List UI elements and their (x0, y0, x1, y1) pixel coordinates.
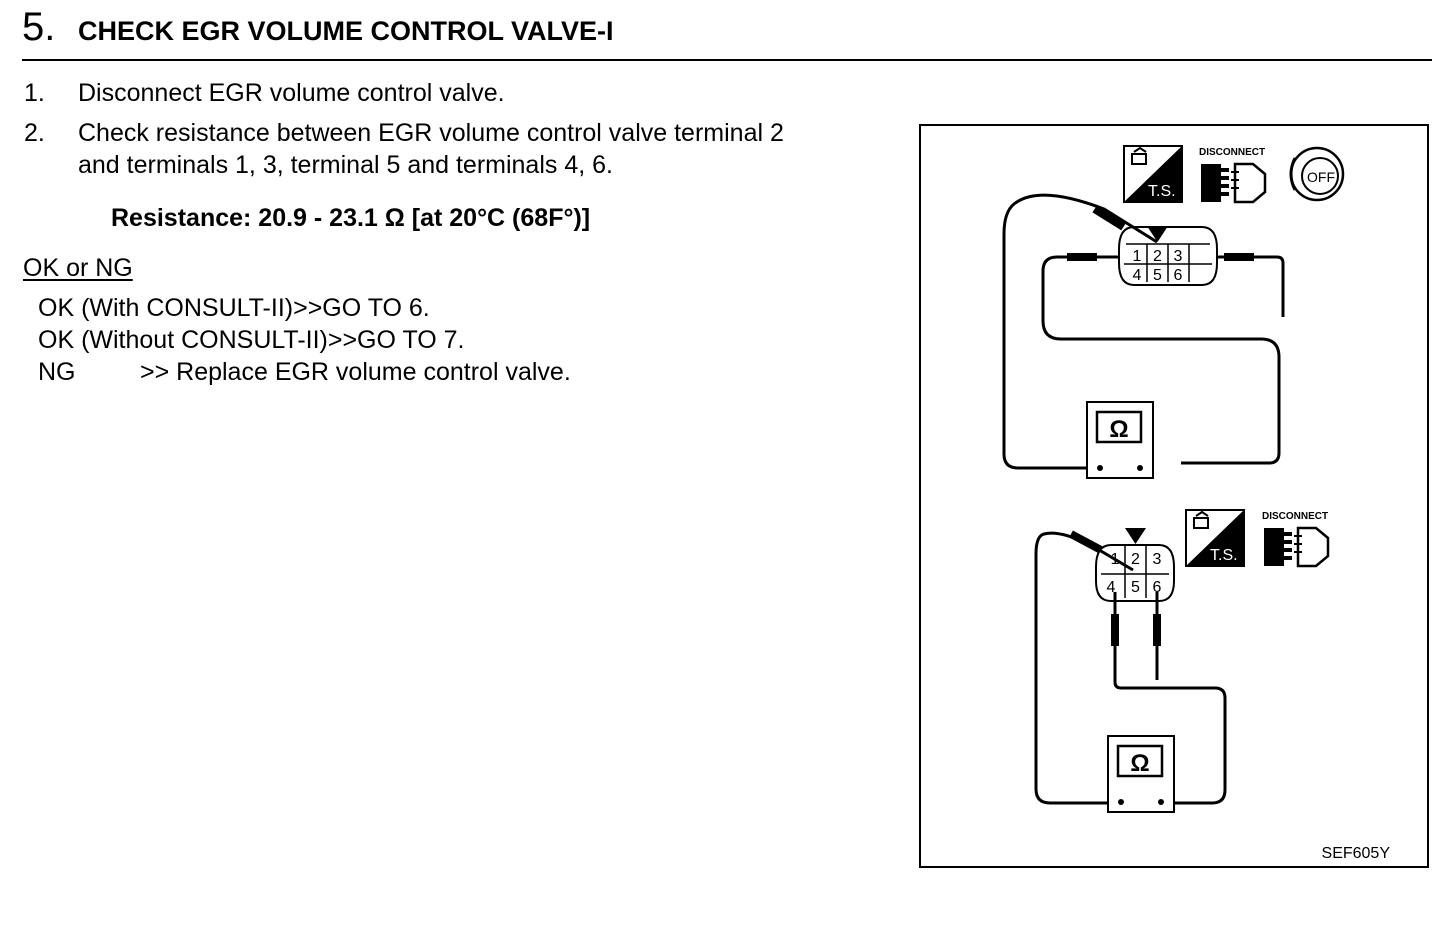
ohmmeter-upper: Ω (1086, 401, 1154, 479)
title-rule (22, 59, 1432, 61)
result-ok-with-consult: OK (With CONSULT-II)>>GO TO 6. (38, 294, 430, 322)
ignition-off-icon: OFF (1289, 146, 1345, 202)
resistance-spec: Resistance: 20.9 - 23.1 Ω [at 20°C (68F°… (111, 204, 591, 232)
ts-icon-label: T.S. (1148, 183, 1176, 200)
terminal-5-label: 5 (1153, 267, 1162, 284)
result-ng-text: >> Replace EGR volume control valve. (140, 358, 571, 386)
step-1-text: Disconnect EGR volume control valve. (78, 79, 505, 107)
wiring-upper (1002, 193, 1285, 470)
terminal-3-label-lower: 3 (1153, 551, 1162, 568)
step-2-text-line-2: and terminals 1, 3, terminal 5 and termi… (78, 151, 613, 179)
ok-ng-heading: OK or NG (23, 254, 133, 282)
terminal-3-label: 3 (1174, 248, 1183, 265)
ts-icon-lower: T.S. (1185, 509, 1245, 567)
terminal-1-label: 1 (1133, 248, 1142, 265)
terminal-2-label-lower: 2 (1131, 551, 1140, 568)
ts-icon-lower-label: T.S. (1210, 547, 1238, 564)
terminal-2-label: 2 (1153, 248, 1162, 265)
step-title: CHECK EGR VOLUME CONTROL VALVE-I (78, 16, 614, 46)
terminal-6-label-lower: 6 (1153, 579, 1162, 596)
ts-icon: T.S. (1123, 145, 1183, 203)
probe-leads-lower (1069, 530, 1161, 646)
connector-upper: 1 2 3 4 5 6 (1118, 226, 1218, 286)
step-2-text-line-1: Check resistance between EGR volume cont… (78, 119, 784, 147)
disconnect-icon-label: DISCONNECT (1199, 147, 1265, 158)
terminal-5-label-lower: 5 (1131, 579, 1140, 596)
probe-leads-upper (1067, 205, 1254, 261)
result-ok-without-consult: OK (Without CONSULT-II)>>GO TO 7. (38, 326, 465, 354)
terminal-4-label-lower: 4 (1107, 579, 1116, 596)
ohmmeter-lower: Ω (1107, 735, 1175, 813)
ohm-symbol-upper: Ω (1109, 416, 1128, 443)
disconnect-icon-lower-label: DISCONNECT (1262, 511, 1328, 522)
terminal-4-label: 4 (1133, 267, 1142, 284)
disconnect-icon-lower: DISCONNECT (1262, 511, 1330, 568)
step-number: 5. (22, 5, 56, 49)
wiring-diagram: T.S. DISCONNECT OFF 1 2 3 4 5 6 (919, 124, 1429, 868)
figure-code: SEF605Y (1322, 845, 1391, 862)
step-2-number: 2. (24, 119, 45, 147)
ohm-symbol-lower: Ω (1130, 750, 1149, 777)
step-1-number: 1. (24, 79, 45, 107)
disconnect-icon: DISCONNECT (1199, 147, 1267, 204)
result-ng-code: NG (38, 358, 76, 386)
terminal-6-label: 6 (1174, 267, 1183, 284)
ignition-off-label: OFF (1307, 169, 1335, 185)
